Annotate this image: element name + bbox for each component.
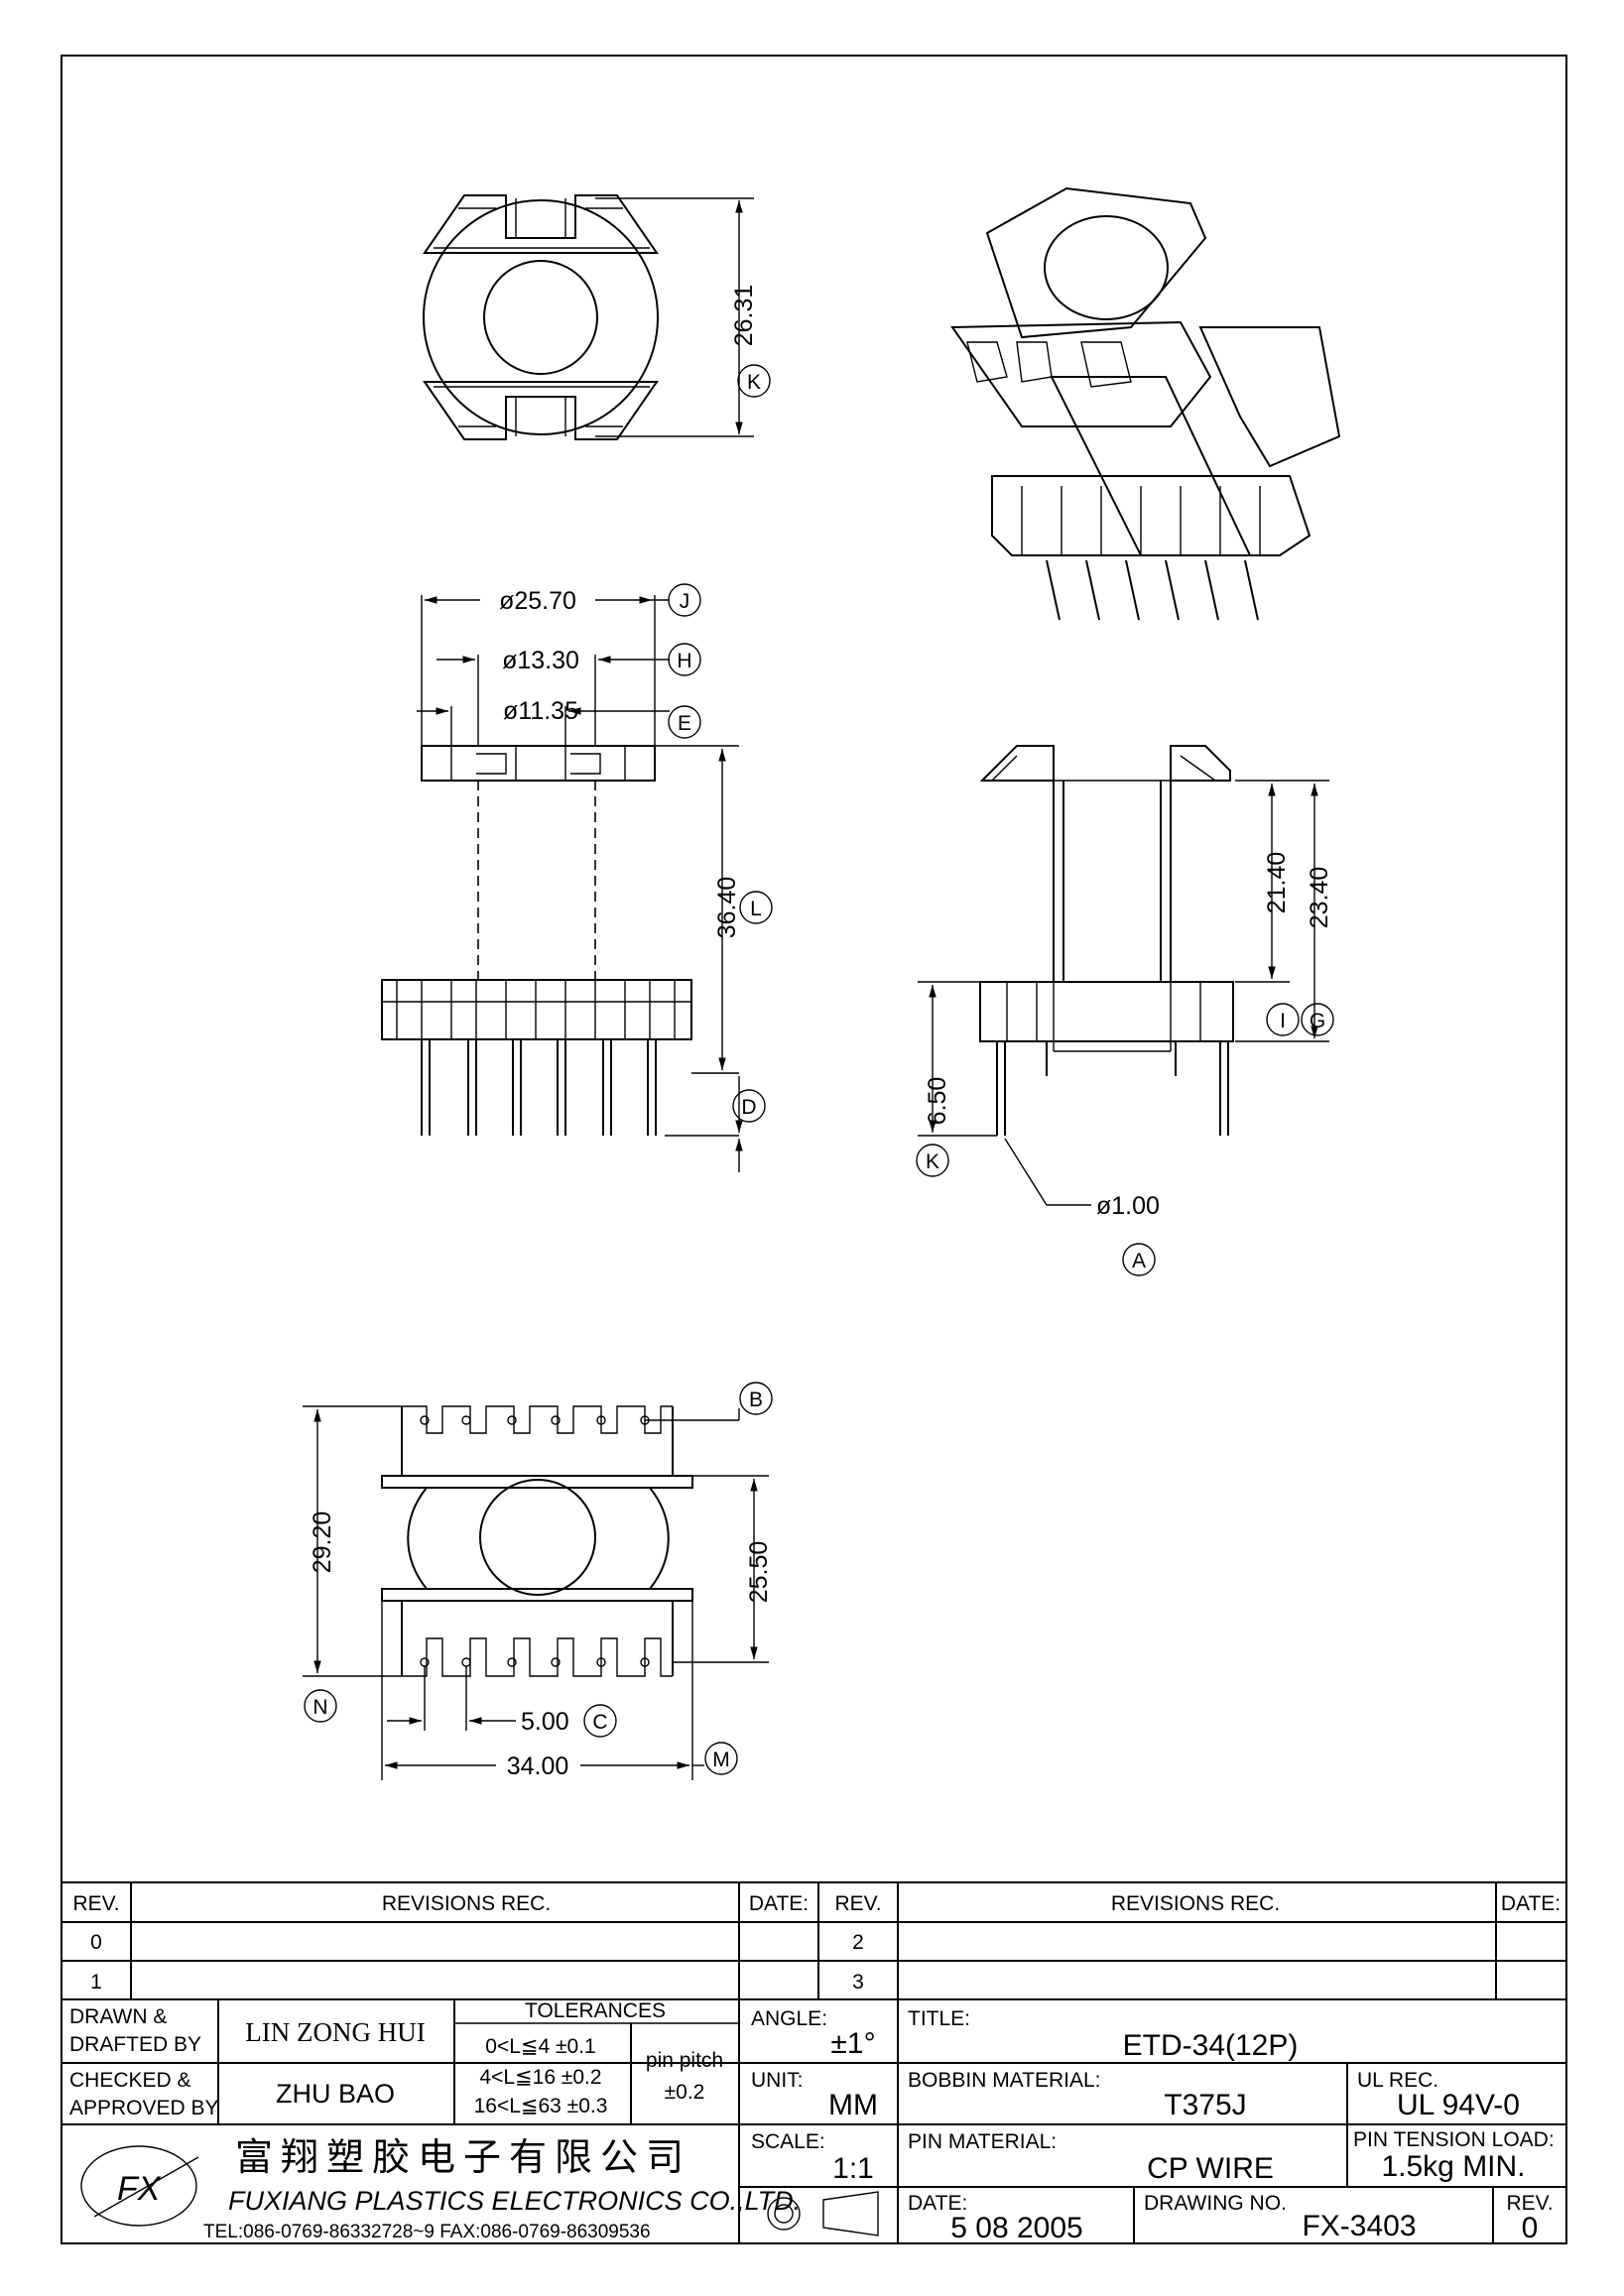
sheet-border: [61, 55, 1567, 2244]
ref-left: N: [312, 1696, 327, 1719]
company-logo: FX: [80, 2145, 199, 2227]
ref-inner-diameter: E: [678, 712, 691, 735]
rev-0: 0: [90, 1931, 102, 1954]
ref-outer-diameter: J: [680, 590, 690, 613]
scale-label: SCALE:: [751, 2130, 825, 2153]
rev-3: 3: [852, 1971, 864, 1994]
dim-height-a: 21.40: [1263, 852, 1291, 914]
ref-mid-diameter: H: [677, 650, 691, 672]
bobbin-label: BOBBIN MATERIAL:: [908, 2069, 1101, 2092]
dim-pin-len: 6.50: [924, 1077, 951, 1126]
rec-header-right: REVISIONS REC.: [1111, 1892, 1280, 1915]
drawing-title: ETD-34(12P): [1123, 2029, 1299, 2062]
dim-top-height: 26.31: [730, 285, 758, 347]
rec-header-left: REVISIONS REC.: [382, 1892, 551, 1915]
tolerances-label: TOLERANCES: [525, 1999, 666, 2022]
svg-text:FX: FX: [117, 2170, 162, 2208]
ul-value: UL 94V-0: [1397, 2089, 1520, 2121]
unit-label: UNIT:: [751, 2069, 804, 2092]
checked-by: ZHU BAO: [276, 2079, 395, 2109]
tol-1: 0<L≦4 ±0.1: [485, 2035, 595, 2058]
rev-2: 2: [852, 1931, 864, 1954]
title-label: TITLE:: [908, 2007, 970, 2030]
dim-slot-height: 25.50: [745, 1541, 773, 1604]
ref-pin-len: K: [926, 1150, 939, 1173]
company-contact: TEL:086-0769-86332728~9 FAX:086-0769-863…: [203, 2222, 651, 2242]
tol-2: 4<L≦16 ±0.2: [479, 2066, 601, 2089]
ul-label: UL REC.: [1357, 2069, 1438, 2092]
tol-3: 16<L≦63 ±0.3: [474, 2095, 608, 2117]
ref-total-height: L: [750, 898, 762, 920]
ref-pin-diameter: A: [1132, 1250, 1146, 1272]
unit-value: MM: [828, 2089, 878, 2121]
rev-label: REV.: [1506, 2192, 1553, 2215]
tension-value: 1.5kg MIN.: [1381, 2150, 1525, 2183]
company-name-en: FUXIANG PLASTICS ELECTRONICS CO.,LTD.: [228, 2186, 801, 2216]
ref-bottom-top: B: [749, 1389, 763, 1411]
dim-total-height: 36.40: [713, 877, 741, 939]
dim-base-width: 34.00: [507, 1752, 569, 1780]
ref-base-width: M: [712, 1749, 730, 1771]
dim-height-b: 23.40: [1306, 867, 1333, 929]
date-value: 5 08 2005: [950, 2212, 1082, 2244]
rev-value: 0: [1522, 2212, 1539, 2244]
front-view: ø25.70 J ø13.30 H ø11.35 E 36.40 L D: [381, 583, 773, 1172]
ref-height-b: G: [1310, 1010, 1325, 1032]
pin-material-label: PIN MATERIAL:: [908, 2130, 1057, 2153]
drawing-no-value: FX-3403: [1302, 2210, 1416, 2242]
dim-outer-diameter: ø25.70: [499, 587, 576, 615]
top-view: 26.31 K: [423, 194, 771, 440]
isometric-view: [950, 186, 1341, 621]
pin-pitch-tol: ±0.2: [665, 2081, 705, 2104]
angle-value: ±1°: [830, 2027, 875, 2060]
pin-pitch-label: pin pitch: [646, 2049, 723, 2072]
dim-pitch: 5.00: [521, 1708, 569, 1736]
dim-pin-diameter: ø1.00: [1096, 1192, 1160, 1220]
pin-material-value: CP WIRE: [1147, 2152, 1274, 2185]
projection-symbol-icon: [767, 2191, 879, 2236]
rev-1: 1: [90, 1971, 102, 1994]
date-label: DATE:: [908, 2192, 967, 2215]
scale-value: 1:1: [832, 2152, 874, 2185]
date-header-right: DATE:: [1501, 1892, 1561, 1915]
ref-height-a: I: [1280, 1010, 1286, 1032]
title-block: DRAWN &DRAFTED BY LIN ZONG HUI CHECKED &…: [61, 1998, 1567, 2244]
dim-mid-diameter: ø13.30: [502, 647, 579, 674]
angle-label: ANGLE:: [751, 2007, 827, 2030]
checked-label: CHECKED &APPROVED BY: [69, 2069, 219, 2119]
drawn-label: DRAWN &DRAFTED BY: [69, 2005, 201, 2056]
drawn-by: LIN ZONG HUI: [245, 2017, 425, 2047]
company-name-cn: 富翔塑胶电子有限公司: [235, 2137, 691, 2179]
ref-pin-length: D: [741, 1096, 756, 1119]
rev-header-right: REV.: [834, 1892, 881, 1915]
revision-table: REV. REVISIONS REC. DATE: REV. REVISIONS…: [61, 1881, 1567, 2000]
ref-pitch: C: [592, 1711, 607, 1734]
bottom-view: B 29.20 25.50 N 5.00 C 34.00 M: [303, 1382, 773, 1780]
side-view: 21.40 23.40 I G 6.50 K ø1.00 A: [916, 745, 1334, 1276]
dim-inner-diameter: ø11.35: [503, 697, 578, 725]
dim-overall-width: 29.20: [309, 1511, 336, 1574]
drawing-no-label: DRAWING NO.: [1144, 2192, 1287, 2215]
date-header-left: DATE:: [749, 1892, 809, 1915]
rev-header-left: REV.: [72, 1892, 119, 1915]
tension-label: PIN TENSION LOAD:: [1353, 2128, 1555, 2151]
ref-top-height: K: [747, 371, 761, 394]
bobbin-value: T375J: [1164, 2089, 1246, 2121]
